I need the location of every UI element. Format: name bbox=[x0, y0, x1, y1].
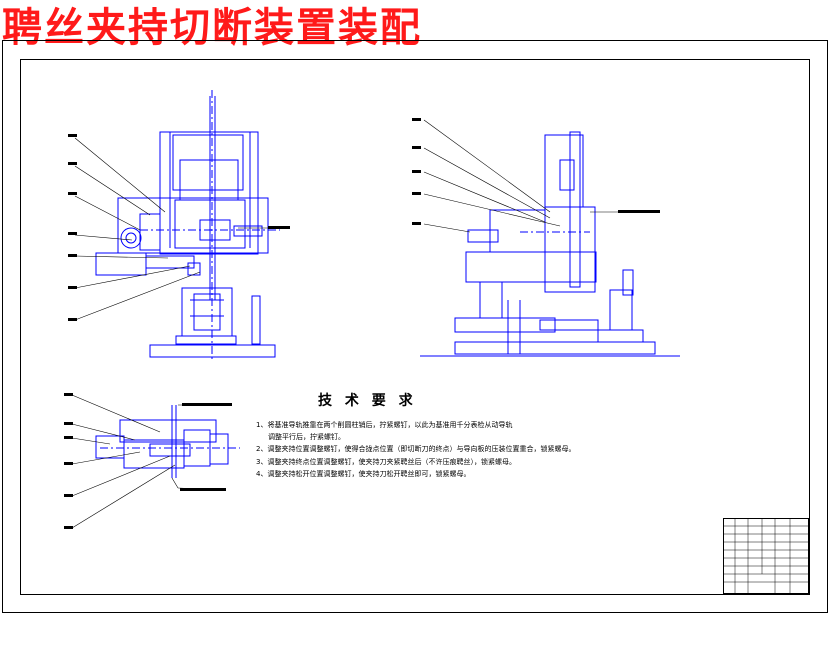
requirement-item-2: 2、调整夹持位置调整螺钉，使得合拢点位置（即切断刀的终点）与导向板的压装位置重合… bbox=[256, 445, 576, 454]
requirements-heading: 技 术 要 求 bbox=[318, 393, 417, 409]
title-block-frame bbox=[723, 518, 809, 594]
requirement-item-1: 1、将基准导轨推靠在两个削圆柱销后，拧紧螺钉，以此为基准用千分表检从动导轨 bbox=[256, 421, 513, 429]
drawing-title: 聘丝夹持切断装置装配 bbox=[2, 4, 422, 51]
part-number-labels bbox=[64, 118, 660, 529]
front-view bbox=[95, 90, 280, 360]
detail-view bbox=[95, 405, 240, 478]
title-block bbox=[723, 518, 809, 594]
inner-frame bbox=[20, 59, 810, 595]
requirement-item-1-continued: 调整平行后，拧紧螺钉。 bbox=[268, 433, 345, 442]
requirement-item-3: 3、调整夹持终点位置调整螺钉，使夹持刀夹紧聘丝后（不许压痕聘丝），锁紧螺母。 bbox=[256, 457, 516, 466]
outer-frame bbox=[2, 40, 828, 613]
requirements-list: 1、将基准导轨推靠在两个削圆柱销后，拧紧螺钉，以此为基准用千分表检从动导轨 调整… bbox=[256, 419, 726, 480]
side-view bbox=[420, 131, 680, 357]
leader-lines bbox=[71, 119, 618, 529]
requirement-item-4: 4、调整夹持松开位置调整螺钉，使夹持刀松开聘丝即可，锁紧螺母。 bbox=[256, 469, 471, 478]
